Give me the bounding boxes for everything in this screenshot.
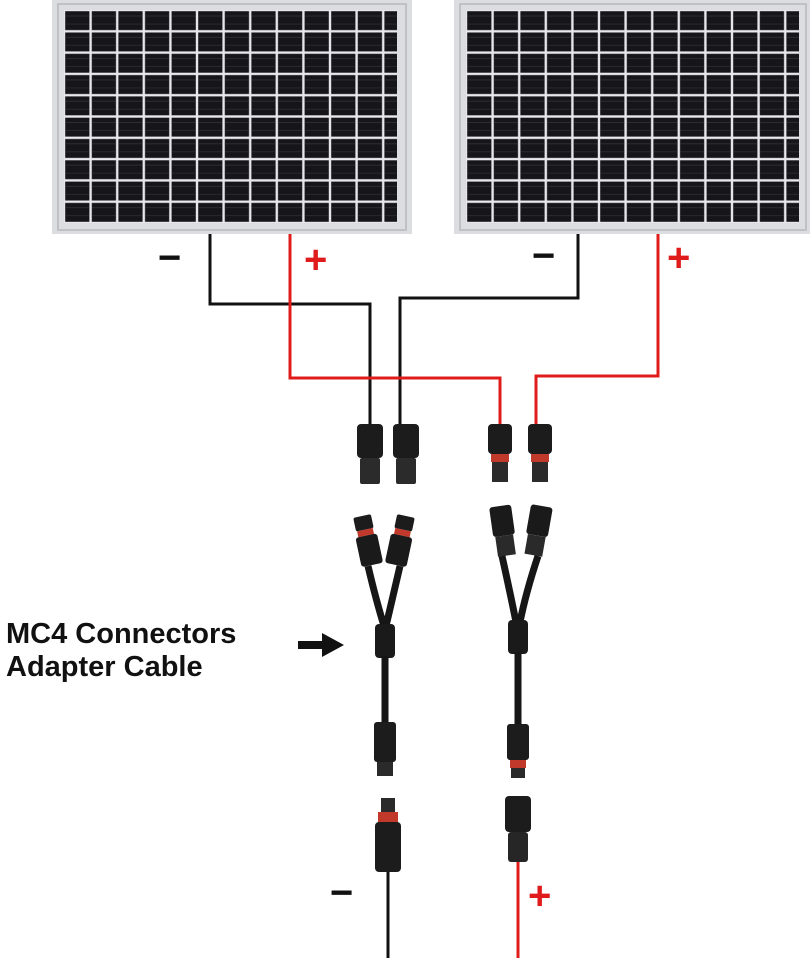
callout-line-1: MC4 Connectors <box>6 618 237 650</box>
plus-icon: + <box>304 238 328 282</box>
left-solar-panel <box>52 0 412 234</box>
mc4-connector-icon <box>357 424 552 484</box>
left-positive-wire <box>288 234 502 430</box>
right-negative-wire <box>398 234 580 430</box>
mc4-adapter-callout: MC4 Connectors Adapter Cable <box>6 618 236 684</box>
plus-icon: + <box>667 236 691 280</box>
arrow-right-icon <box>298 633 344 657</box>
plus-icon: + <box>528 874 552 918</box>
right-solar-panel <box>454 0 810 234</box>
wires <box>208 234 660 430</box>
right-positive-wire <box>534 234 660 430</box>
callout-line-2: Adapter Cable <box>6 651 203 683</box>
minus-icon: − <box>158 236 182 280</box>
minus-icon: − <box>330 871 354 915</box>
right-y-adapter-cable <box>489 504 553 778</box>
left-y-adapter-cable <box>353 514 415 776</box>
minus-icon: − <box>532 234 556 278</box>
output-negative-connector <box>375 798 401 958</box>
output-positive-connector <box>505 796 531 958</box>
